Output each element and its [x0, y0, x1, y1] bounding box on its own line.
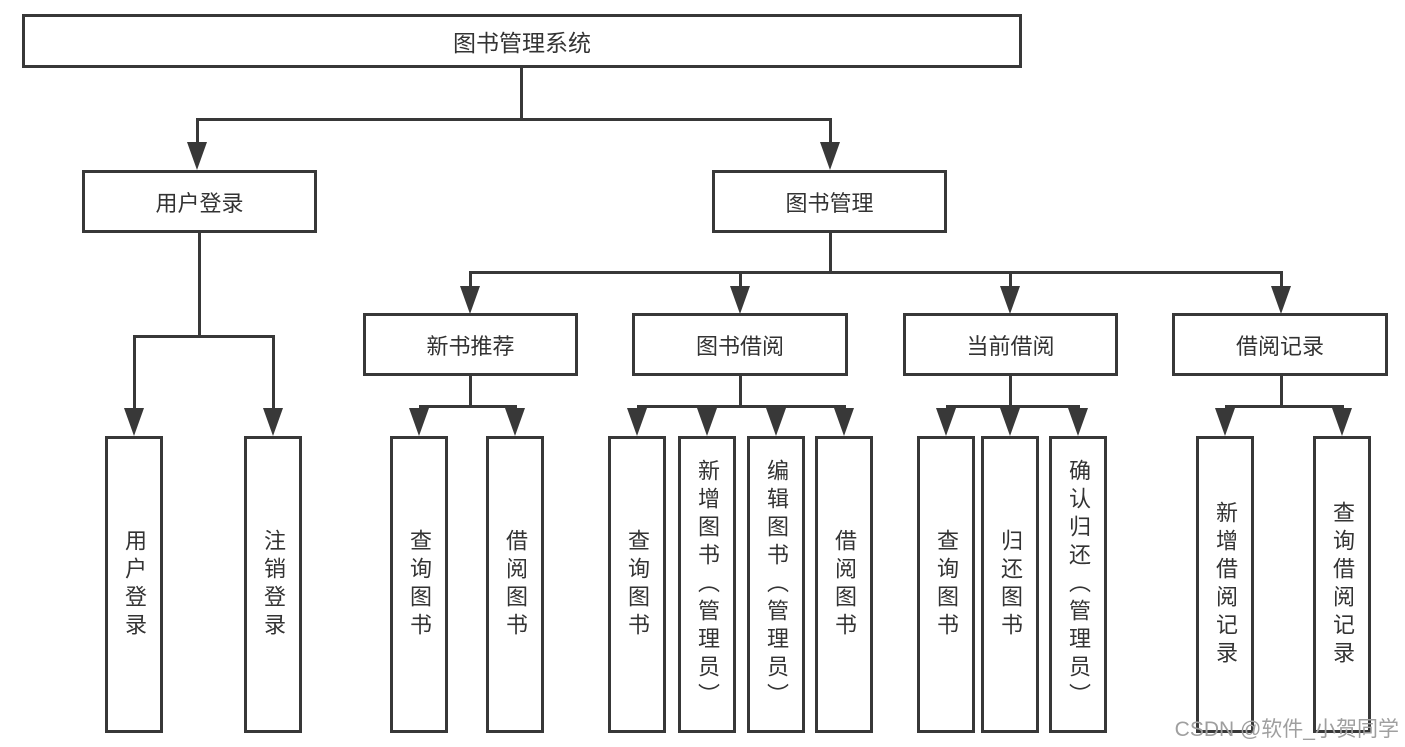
node-label: 查询借阅记录 [1330, 500, 1355, 669]
connector-line [1280, 271, 1283, 289]
leaf-edit-book-admin: 编辑图书（管理员） [747, 436, 805, 733]
connector-line [1225, 405, 1344, 408]
arrow-down-icon [1215, 408, 1235, 436]
arrow-down-icon [766, 408, 786, 436]
connector-line [829, 233, 832, 273]
node-label: 注销登录 [261, 528, 286, 641]
connector-line [637, 405, 846, 408]
node-label: 归还图书 [998, 528, 1023, 641]
connector-line [196, 118, 199, 145]
node-label: 编辑图书（管理员） [764, 458, 789, 711]
csdn-watermark: CSDN @软件_小贺同学 [1174, 718, 1399, 741]
connector-line [198, 233, 201, 337]
connector-line [419, 405, 517, 408]
leaf-query-books-current: 查询图书 [917, 436, 975, 733]
node-label: 当前借阅 [966, 333, 1055, 359]
arrow-down-icon [1271, 286, 1291, 314]
arrow-down-icon [697, 408, 717, 436]
node-label: 查询图书 [934, 528, 959, 641]
connector-line [133, 335, 136, 408]
arrow-down-icon [187, 142, 207, 170]
arrow-down-icon [1000, 286, 1020, 314]
node-label: 图书借阅 [695, 333, 784, 359]
connector-line [197, 118, 831, 121]
leaf-borrow-books-recommend: 借阅图书 [486, 436, 544, 733]
connector-line [470, 271, 1281, 274]
connector-line [1280, 376, 1283, 407]
arrow-down-icon [1000, 408, 1020, 436]
connector-line [829, 118, 832, 145]
node-label: 新书推荐 [426, 333, 515, 359]
arrow-down-icon [460, 286, 480, 314]
connector-line [272, 335, 275, 408]
leaf-query-books-borrowing: 查询图书 [608, 436, 666, 733]
leaf-confirm-return-admin: 确认归还（管理员） [1049, 436, 1107, 733]
arrow-down-icon [627, 408, 647, 436]
connector-line [469, 376, 472, 407]
leaf-add-book-admin: 新增图书（管理员） [678, 436, 736, 733]
node-book-borrowing: 图书借阅 [632, 313, 848, 376]
connector-line [469, 271, 472, 289]
node-label: 图书管理 [785, 190, 874, 216]
node-label: 用户登录 [155, 190, 244, 216]
arrow-down-icon [505, 408, 525, 436]
node-label: 借阅图书 [503, 528, 528, 641]
leaf-user-login: 用户登录 [105, 436, 163, 733]
connector-line [520, 68, 523, 120]
connector-line [134, 335, 275, 338]
node-label: 图书管理系统 [453, 30, 591, 56]
arrow-down-icon [1332, 408, 1352, 436]
connector-line [946, 405, 1080, 408]
node-label: 借阅图书 [832, 528, 857, 641]
leaf-query-books-recommend: 查询图书 [390, 436, 448, 733]
leaf-logout: 注销登录 [244, 436, 302, 733]
leaf-query-borrow-record: 查询借阅记录 [1313, 436, 1371, 733]
leaf-borrow-books-borrowing: 借阅图书 [815, 436, 873, 733]
arrow-down-icon [730, 286, 750, 314]
arrow-down-icon [834, 408, 854, 436]
node-new-book-recommendation: 新书推荐 [363, 313, 578, 376]
node-label: 新增借阅记录 [1213, 500, 1238, 669]
arrow-down-icon [820, 142, 840, 170]
node-label: 借阅记录 [1235, 333, 1324, 359]
arrow-down-icon [409, 408, 429, 436]
arrow-down-icon [263, 408, 283, 436]
leaf-return-book: 归还图书 [981, 436, 1039, 733]
node-current-borrowing: 当前借阅 [903, 313, 1118, 376]
node-borrowing-records: 借阅记录 [1172, 313, 1388, 376]
connector-line [1009, 376, 1012, 407]
node-label: 用户登录 [122, 528, 147, 641]
connector-line [1009, 271, 1012, 289]
node-label: 确认归还（管理员） [1066, 458, 1091, 711]
node-user-login: 用户登录 [82, 170, 317, 233]
node-book-management: 图书管理 [712, 170, 947, 233]
node-label: 查询图书 [625, 528, 650, 641]
node-library-management-system: 图书管理系统 [22, 14, 1022, 68]
node-label: 新增图书（管理员） [695, 458, 720, 711]
arrow-down-icon [936, 408, 956, 436]
connector-line [739, 271, 742, 289]
arrow-down-icon [1068, 408, 1088, 436]
leaf-add-borrow-record: 新增借阅记录 [1196, 436, 1254, 733]
connector-line [739, 376, 742, 407]
arrow-down-icon [124, 408, 144, 436]
node-label: 查询图书 [407, 528, 432, 641]
